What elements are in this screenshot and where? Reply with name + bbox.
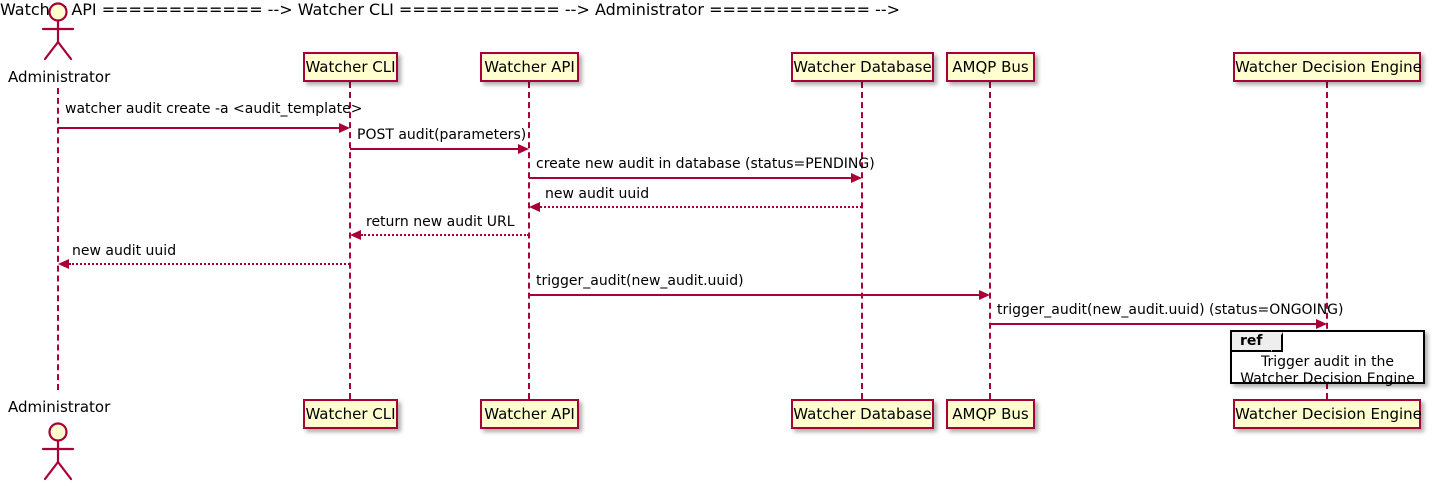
message-arrowhead-m2 — [518, 144, 529, 154]
ref-fragment-tab-label: ref — [1232, 332, 1283, 352]
message-arrowhead-m8 — [1316, 319, 1327, 329]
ref-fragment-line-2: Watcher Decision Engine — [1240, 371, 1415, 387]
message-arrowhead-m5 — [350, 230, 361, 240]
lifeline-administrator — [57, 88, 59, 390]
participant-watcher-database-bottom[interactable]: Watcher Database — [791, 399, 934, 429]
message-arrowhead-m4 — [529, 202, 540, 212]
participant-watcher-api-bottom[interactable]: Watcher API — [480, 399, 579, 429]
actor-administrator-top-icon — [34, 2, 82, 62]
participant-watcher-database-top[interactable]: Watcher Database — [791, 52, 934, 82]
participant-watcher-cli-top[interactable]: Watcher CLI — [303, 52, 398, 82]
message-label-m5: return new audit URL — [366, 214, 515, 230]
ref-fragment-line-1: Trigger audit in the — [1260, 354, 1395, 370]
participant-amqp-bus-top[interactable]: AMQP Bus — [946, 52, 1035, 82]
message-line-m1 — [58, 127, 339, 129]
message-arrowhead-m3 — [851, 173, 862, 183]
message-line-m4 — [540, 206, 862, 208]
lifeline-watcher-database — [861, 82, 863, 399]
participant-watcher-decision-engine-bottom[interactable]: Watcher Decision Engine — [1233, 399, 1422, 429]
message-label-m2: POST audit(parameters) — [357, 127, 527, 143]
actor-administrator-bottom-icon — [34, 422, 82, 482]
message-line-m8 — [990, 323, 1316, 325]
message-line-m6 — [69, 263, 350, 265]
message-arrowhead-m6 — [58, 259, 69, 269]
lifeline-watcher-decision-engine — [1326, 82, 1328, 399]
ref-fragment-body: Trigger audit in the Watcher Decision En… — [1232, 354, 1423, 388]
message-label-m6: new audit uuid — [72, 243, 177, 259]
message-arrowhead-m1 — [339, 123, 350, 133]
message-label-m8: trigger_audit(new_audit.uuid) (status=ON… — [997, 302, 1344, 318]
participant-amqp-bus-bottom[interactable]: AMQP Bus — [946, 399, 1035, 429]
message-line-m5 — [361, 234, 529, 236]
message-label-m1: watcher audit create -a <audit_template> — [65, 101, 363, 117]
message-line-m2 — [350, 148, 518, 150]
message-line-m3 — [529, 177, 851, 179]
participant-watcher-decision-engine-top[interactable]: Watcher Decision Engine — [1233, 52, 1422, 82]
lifeline-amqp-bus — [989, 82, 991, 399]
lifeline-watcher-cli — [349, 82, 351, 399]
message-line-m7 — [529, 294, 979, 296]
actor-administrator-top-label: Administrator — [8, 68, 111, 86]
actor-administrator-bottom-label: Administrator — [8, 398, 111, 416]
message-arrowhead-m7 — [979, 290, 990, 300]
participant-watcher-api-top[interactable]: Watcher API — [480, 52, 579, 82]
message-label-m4: new audit uuid — [545, 186, 650, 202]
participant-watcher-cli-bottom[interactable]: Watcher CLI — [303, 399, 398, 429]
lifeline-watcher-api — [528, 82, 530, 399]
ref-fragment: ref Trigger audit in the Watcher Decisio… — [1230, 330, 1425, 387]
message-label-m3: create new audit in database (status=PEN… — [536, 156, 875, 172]
message-label-m7: trigger_audit(new_audit.uuid) — [536, 273, 744, 289]
